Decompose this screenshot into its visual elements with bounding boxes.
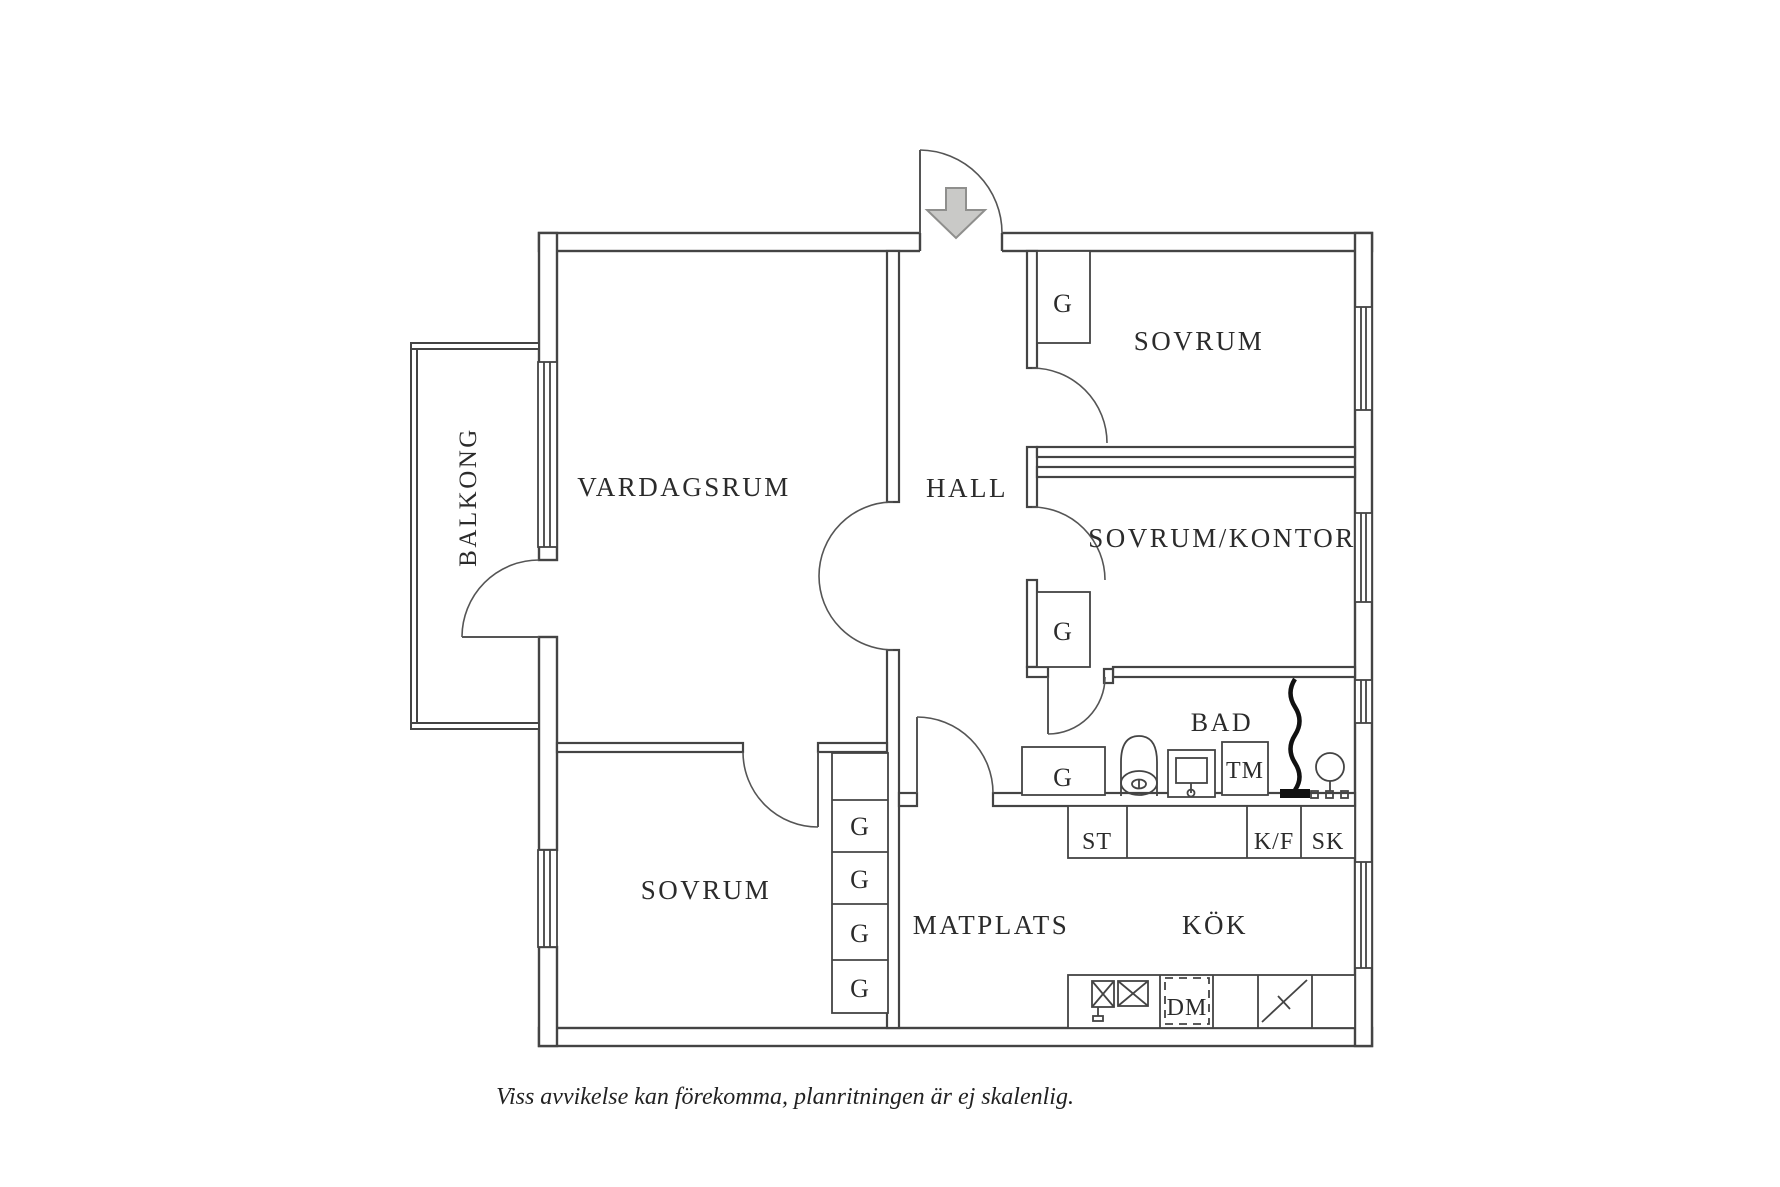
closet-labels: G G G G G G G — [850, 289, 1073, 1003]
disclaimer-caption: Viss avvikelse kan förekomma, planritnin… — [496, 1084, 1074, 1110]
wall-vardagsrum-hall-upper — [885, 249, 901, 504]
window-sovrum-bottom-left — [537, 849, 558, 948]
label-kf: K/F — [1254, 829, 1294, 855]
wall-bad-door-jamb — [1102, 667, 1115, 685]
window-vardagsrum-balcony — [537, 361, 558, 548]
closet-label-g-4: G — [850, 812, 870, 841]
label-sk: SK — [1312, 829, 1345, 855]
room-labels: VARDAGSRUM HALL SOVRUM SOVRUM/KONTOR BAD… — [455, 326, 1356, 940]
sink-icon — [1167, 749, 1216, 798]
balcony-door — [461, 559, 540, 638]
label-sovrum-bottom-left: SOVRUM — [641, 875, 772, 905]
wall-hall-east-2 — [1025, 445, 1039, 509]
window-sovrum-kontor — [1354, 512, 1373, 603]
sovrum-kontor-door — [1031, 506, 1106, 581]
closet-column — [831, 752, 889, 1014]
entrance-arrow-icon — [924, 187, 988, 240]
toilet-icon — [1120, 735, 1158, 796]
label-st: ST — [1082, 829, 1112, 855]
bathroom-fixtures — [1120, 677, 1349, 799]
entrance-door — [919, 149, 1003, 234]
window-kok — [1354, 861, 1373, 969]
window-sovrum-top-right — [1354, 306, 1373, 411]
label-bad: BAD — [1191, 708, 1253, 737]
label-balkong: BALKONG — [455, 427, 482, 567]
shower-head-icon — [1310, 752, 1349, 799]
wall-sovrumbl-top-left — [555, 741, 745, 754]
balcony-wall-left — [410, 342, 418, 730]
balcony-wall-top — [410, 342, 540, 350]
kitchen-counters — [1067, 805, 1356, 1029]
kitchen-sink-icon — [1091, 980, 1149, 1022]
wall-bottom — [537, 1026, 1374, 1048]
closet-label-g-6: G — [850, 919, 870, 948]
wall-sovrumkontor-top — [1035, 465, 1357, 479]
closet-label-g-3: G — [1053, 763, 1073, 792]
closet-sovrum-kontor — [1036, 591, 1091, 668]
wall-left-middle — [537, 635, 559, 852]
appliance-labels: TM ST K/F SK DM — [1082, 758, 1345, 1021]
bad-door — [1047, 676, 1106, 735]
washing-machine-box — [1221, 741, 1269, 796]
wall-left-lower — [537, 945, 559, 1048]
doors — [461, 149, 1108, 828]
closet-hall — [1021, 746, 1106, 796]
closet-label-g-2: G — [1053, 617, 1073, 646]
entrance-opening — [920, 231, 1002, 253]
label-sovrum-kontor: SOVRUM/KONTOR — [1088, 523, 1356, 553]
window-bad — [1354, 679, 1373, 724]
closet-label-g-1: G — [1053, 289, 1073, 318]
shower-curtain-icon — [1280, 677, 1310, 798]
interior-walls — [555, 249, 1357, 1030]
wall-bad-top-right — [1111, 665, 1357, 679]
balcony-wall-bottom — [410, 722, 540, 730]
wall-hall-east-1 — [1025, 249, 1039, 370]
wall-hall-east-3 — [1025, 578, 1039, 669]
dishwasher-box — [1164, 977, 1210, 1025]
label-dm: DM — [1167, 995, 1208, 1021]
label-hall: HALL — [926, 473, 1008, 503]
label-sovrum-top-right: SOVRUM — [1134, 326, 1265, 356]
sovrum-top-right-door — [1031, 367, 1108, 444]
wall-kitchen-top-left — [897, 791, 919, 808]
closets — [831, 250, 1106, 1014]
kitchen-counter-lower — [1067, 974, 1356, 1029]
wall-bad-top-left — [1025, 665, 1050, 679]
balcony-walls — [410, 342, 540, 730]
label-kok: KÖK — [1182, 910, 1248, 940]
closet-sovrum-top-right — [1036, 250, 1091, 344]
wall-sovrumtr-bottom — [1035, 445, 1357, 459]
matplats-door — [916, 716, 994, 794]
closet-label-g-7: G — [850, 974, 870, 1003]
vardagsrum-double-doors — [818, 501, 894, 651]
label-matplats: MATPLATS — [913, 910, 1070, 940]
stove-icon — [1261, 979, 1308, 1023]
wall-right — [1353, 231, 1374, 1048]
label-vardagsrum: VARDAGSRUM — [577, 472, 791, 502]
closet-label-g-5: G — [850, 865, 870, 894]
windows — [537, 306, 1373, 969]
label-tm: TM — [1226, 758, 1264, 784]
wall-sovrumbl-top-right — [816, 741, 889, 754]
sovrum-bottom-left-door — [742, 751, 819, 828]
kitchen-counter-upper — [1067, 805, 1356, 859]
